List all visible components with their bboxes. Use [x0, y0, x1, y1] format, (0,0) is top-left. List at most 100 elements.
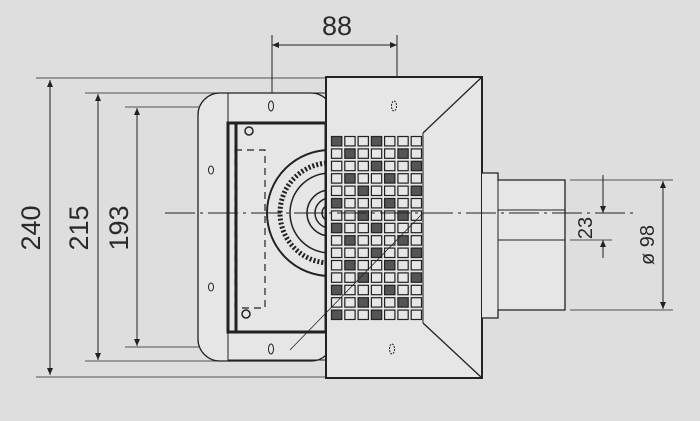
grate-cell: [330, 210, 343, 221]
dimension-label-240: 240: [16, 205, 46, 250]
grate-cell: [410, 160, 423, 172]
dimension-label-23: 23: [575, 217, 597, 239]
grate-cell: [344, 272, 356, 283]
screw-icon: [244, 126, 254, 136]
dimension-label-98: ø 98: [637, 225, 659, 265]
grate-cell: [410, 185, 423, 197]
grate-cell: [357, 284, 370, 296]
grate-cell: [397, 235, 409, 246]
grate-cell: [330, 160, 343, 172]
grate-cell: [384, 210, 396, 221]
dimension-label-193: 193: [104, 205, 134, 250]
grate-cell: [410, 135, 423, 147]
grate-cell: [384, 272, 396, 283]
grate-cell: [397, 259, 409, 271]
grate-cell: [397, 197, 409, 209]
grate-cell: [344, 160, 356, 172]
screw-icon: [241, 309, 251, 319]
grate-cell: [410, 148, 423, 159]
grate-cell: [410, 247, 423, 259]
grate-cell: [370, 259, 383, 271]
grate-cell: [330, 185, 343, 197]
grate-housing: [325, 76, 483, 379]
grate-cell: [344, 222, 356, 234]
grate-cell: [410, 309, 423, 321]
grate-cell: [344, 185, 356, 197]
grate-cell: [330, 259, 343, 271]
grate-cell: [384, 135, 396, 147]
grate-cell: [344, 148, 356, 159]
grate-cell: [384, 173, 396, 184]
grate-cell: [384, 222, 396, 234]
grate-cell: [330, 309, 343, 321]
grate-cell: [370, 185, 383, 197]
grate-cell: [384, 259, 396, 271]
grate-cell: [397, 185, 409, 197]
grate-cell: [370, 247, 383, 259]
dimension-240: 240: [16, 77, 330, 378]
grate-cell: [384, 309, 396, 321]
grate-cell: [397, 210, 409, 221]
grate-cell: [370, 173, 383, 184]
grate-cell: [370, 222, 383, 234]
grate-cell: [370, 197, 383, 209]
grate-cell: [330, 284, 343, 296]
grate-cell: [384, 197, 396, 209]
grate-cell: [357, 272, 370, 283]
grate-cell: [370, 272, 383, 283]
grate-cell: [384, 160, 396, 172]
grate-cell: [330, 235, 343, 246]
grate-cell: [397, 297, 409, 308]
grate-cell: [370, 210, 383, 221]
grate-cell: [397, 284, 409, 296]
grate-cell: [330, 135, 343, 147]
grate-cell: [384, 235, 396, 246]
grate-cell: [357, 247, 370, 259]
grate-cell: [330, 148, 343, 159]
dimension-label-215: 215: [64, 205, 94, 250]
grate-cell: [330, 247, 343, 259]
grate-cell: [357, 185, 370, 197]
leader-line: [289, 212, 424, 351]
grate-cell: [370, 284, 383, 296]
dimension-88: 88: [271, 11, 398, 112]
grate-cell: [384, 148, 396, 159]
grate-cell: [370, 160, 383, 172]
grate-cell: [344, 197, 356, 209]
grate-cell: [344, 309, 356, 321]
grate-cell: [357, 160, 370, 172]
grate-cell: [357, 148, 370, 159]
grate-cell: [384, 247, 396, 259]
grate-grid: [330, 135, 423, 321]
grate-cell: [410, 272, 423, 283]
grate-cell: [397, 272, 409, 283]
grate-cell: [397, 309, 409, 321]
grate-cell: [330, 173, 343, 184]
grate-cell: [344, 297, 356, 308]
grate-cell: [357, 197, 370, 209]
grate-cell: [410, 297, 423, 308]
grate-cell: [370, 309, 383, 321]
grate-cell: [384, 185, 396, 197]
grate-cell: [357, 297, 370, 308]
grate-cell: [410, 235, 423, 246]
grate-cell: [397, 173, 409, 184]
grate-cell: [357, 235, 370, 246]
grate-cell: [357, 173, 370, 184]
grate-cell: [410, 173, 423, 184]
grate-cell: [357, 259, 370, 271]
dimension-215: 215: [64, 92, 240, 362]
grate-cell: [344, 235, 356, 246]
grate-cell: [397, 222, 409, 234]
grate-cell: [370, 135, 383, 147]
grate-cell: [410, 197, 423, 209]
grate-cell: [410, 259, 423, 271]
grate-cell: [344, 247, 356, 259]
grate-cell: [397, 247, 409, 259]
grate-cell: [357, 210, 370, 221]
grate-cell: [344, 259, 356, 271]
outlet-pipe: [482, 172, 566, 319]
grate-cell: [344, 173, 356, 184]
grate-cell: [370, 235, 383, 246]
